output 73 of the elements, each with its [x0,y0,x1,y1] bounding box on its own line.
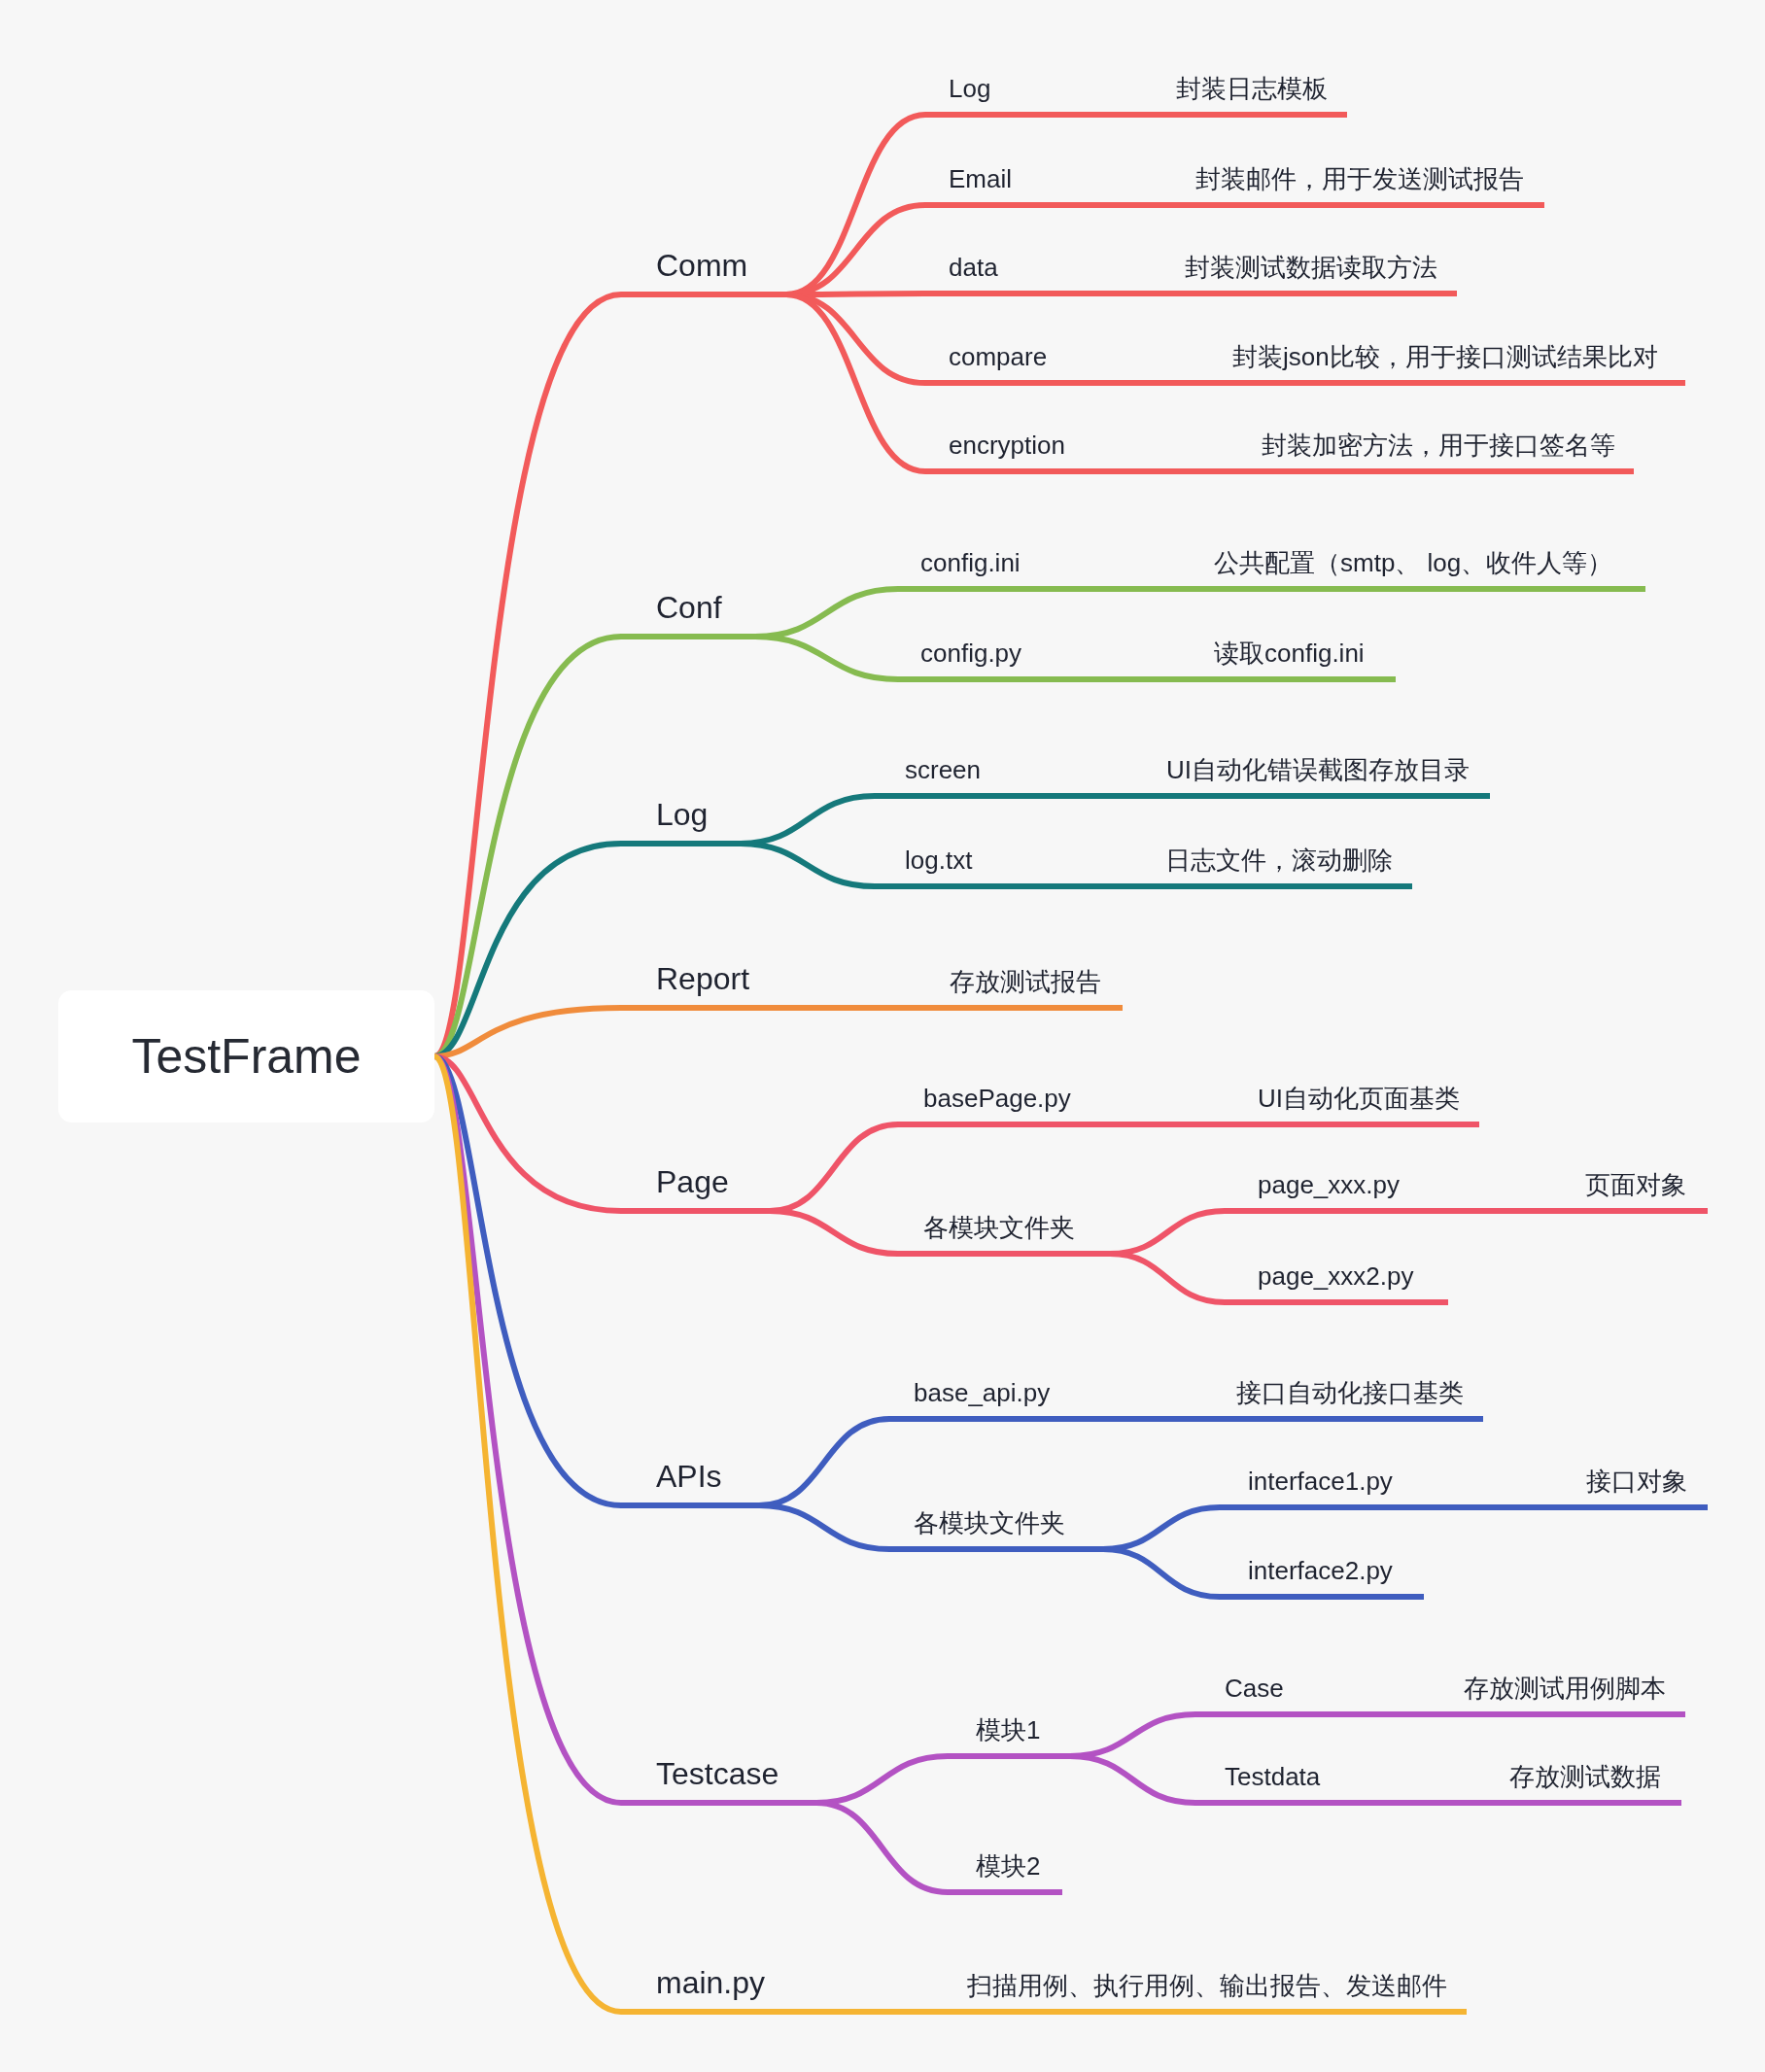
branch-line [758,1502,890,1552]
topic-label: basePage.py [898,1082,1166,1127]
description-label: 存放测试数据 [1492,1760,1681,1806]
topic-label: Comm [621,246,786,297]
description-label: 封装加密方法，用于接口签名等 [1242,429,1634,474]
topic-label: 模块1 [948,1713,1070,1759]
topic-label: page_xxx2.py [1225,1260,1448,1305]
topic-label: 各模块文件夹 [898,1211,1110,1257]
topic-label: data [925,251,1127,296]
branch-line [815,1800,949,1895]
branch-line [769,1208,899,1257]
topic-label: Report [621,959,768,1011]
description-label: UI自动化页面基类 [1210,1082,1479,1127]
description-label: 封装日志模板 [1157,72,1347,118]
branch-line [1516,1504,1555,1510]
topic-label: encryption [925,429,1195,474]
branch-line [1516,1208,1555,1214]
description-label: UI自动化错误截图存放目录 [1147,753,1490,799]
description-label: 存放测试报告 [807,965,1123,1011]
topic-label: Case [1195,1672,1419,1717]
branch-line [1419,1711,1448,1717]
branch-line [1127,291,1165,296]
branch-line [1195,468,1242,474]
root-topic-box: TestFrame [58,990,434,1122]
branch-line [768,1005,807,1011]
branch-line [1166,1122,1210,1127]
topic-label: base_api.py [889,1376,1166,1422]
branch-line [1108,883,1146,889]
branch-line [785,292,926,474]
branch-line [1166,1416,1205,1422]
topic-label: Testdata [1195,1760,1458,1806]
topic-label: interface2.py [1220,1554,1424,1600]
description-label: 封装json比较，用于接口测试结果比对 [1215,340,1685,386]
topic-label: Testcase [621,1754,816,1806]
branch-line [1069,1753,1196,1806]
branch-line [802,2009,836,2015]
description-label: 接口自动化接口基类 [1205,1376,1483,1422]
description-label: 扫描用例、执行用例、输出报告、发送邮件 [836,1969,1467,2015]
topic-label: page_xxx.py [1225,1168,1516,1214]
description-label: 日志文件，滚动删除 [1146,844,1412,889]
topic-label: 各模块文件夹 [889,1506,1103,1552]
topic-label: Log [925,72,1118,118]
topic-label: 模块2 [948,1849,1062,1895]
topic-label: APIs [621,1457,759,1508]
topic-label: Conf [621,588,755,639]
branch-line [1109,1251,1226,1305]
topic-label: interface1.py [1220,1465,1516,1510]
branch-line [1108,793,1147,799]
branch-line [739,841,876,889]
description-label: 读取config.ini [1191,637,1396,682]
topic-label: Email [925,162,1137,208]
topic-label: config.py [898,637,1147,682]
description-label: 封装邮件，用于发送测试报告 [1176,162,1544,208]
branch-line [754,634,899,682]
branch-line [1147,586,1191,592]
topic-label: main.py [621,1963,802,2015]
branch-line [1176,380,1215,386]
branch-line [1458,1800,1492,1806]
branch-line [1118,112,1157,118]
description-label: 封装测试数据读取方法 [1165,251,1457,296]
topic-label: config.ini [898,546,1147,592]
branch-line [1147,676,1191,682]
topic-label: log.txt [875,844,1108,889]
branch-line [1102,1546,1221,1600]
branch-line [1137,202,1176,208]
topic-label: Log [621,795,740,846]
description-label: 公共配置（smtp、 log、收件人等） [1191,546,1645,592]
topic-label: compare [925,340,1176,386]
description-label: 存放测试用例脚本 [1448,1672,1685,1717]
topic-label: Page [621,1162,770,1214]
description-label: 页面对象 [1555,1168,1708,1214]
topic-label: screen [875,753,1108,799]
description-label: 接口对象 [1555,1465,1708,1510]
